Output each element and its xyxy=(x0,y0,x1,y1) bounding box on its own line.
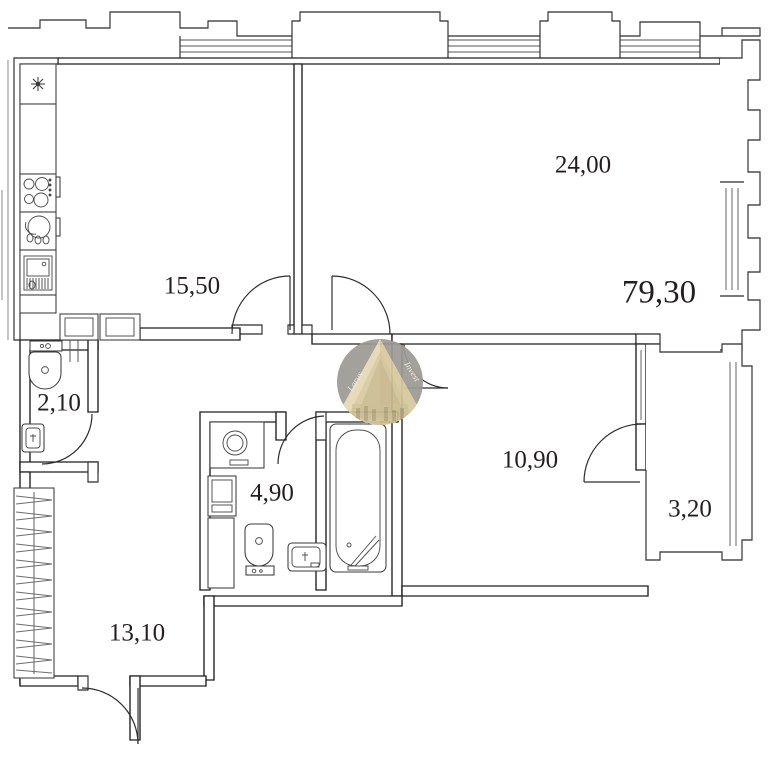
bathroom-fixtures xyxy=(207,421,387,589)
door-swing-entrance xyxy=(81,687,139,745)
cooktop-burners xyxy=(23,177,52,208)
kitchen-fixtures xyxy=(19,63,141,362)
area-label-wc: 2,10 xyxy=(37,390,81,417)
washing-machine-icon xyxy=(209,421,265,469)
sink-bowl xyxy=(25,215,51,245)
area-label-bathroom: 4,90 xyxy=(250,480,294,507)
bathtub-icon xyxy=(329,423,387,573)
hanger-rail-hatch xyxy=(15,495,53,674)
washbasin-icon xyxy=(287,542,327,572)
pyramid-logo-watermark: Larus Invest xyxy=(337,339,423,425)
door-swing-wc xyxy=(41,413,93,465)
area-label-hall: 13,10 xyxy=(109,620,165,647)
door-swings xyxy=(41,275,643,745)
exterior-top-wall xyxy=(8,11,761,58)
snowflake-icon xyxy=(31,77,45,91)
door-swing-loggia xyxy=(583,423,643,483)
door-swing-living xyxy=(231,275,291,335)
area-label-total: 79,30 xyxy=(622,275,696,311)
toilet-icon xyxy=(28,351,62,390)
wardrobe-closet xyxy=(13,487,55,679)
area-label-loggia: 3,20 xyxy=(668,496,712,523)
toilet-icon xyxy=(244,523,274,567)
storage-cabinet xyxy=(207,475,237,517)
area-label-bedroom-large: 24,00 xyxy=(555,152,611,179)
interior-partitions xyxy=(19,63,753,741)
area-label-bedroom-small: 10,90 xyxy=(502,447,558,474)
door-swing-bathroom xyxy=(277,415,325,465)
dishwasher-icon xyxy=(19,249,57,296)
area-labels: 15,50 24,00 10,90 4,90 2,10 13,10 3,20 7… xyxy=(37,152,712,647)
wc-fixtures xyxy=(21,340,63,453)
door-swing-corridor xyxy=(331,275,391,335)
apartment-envelope xyxy=(57,39,761,351)
area-label-living-kitchen: 15,50 xyxy=(164,273,220,300)
